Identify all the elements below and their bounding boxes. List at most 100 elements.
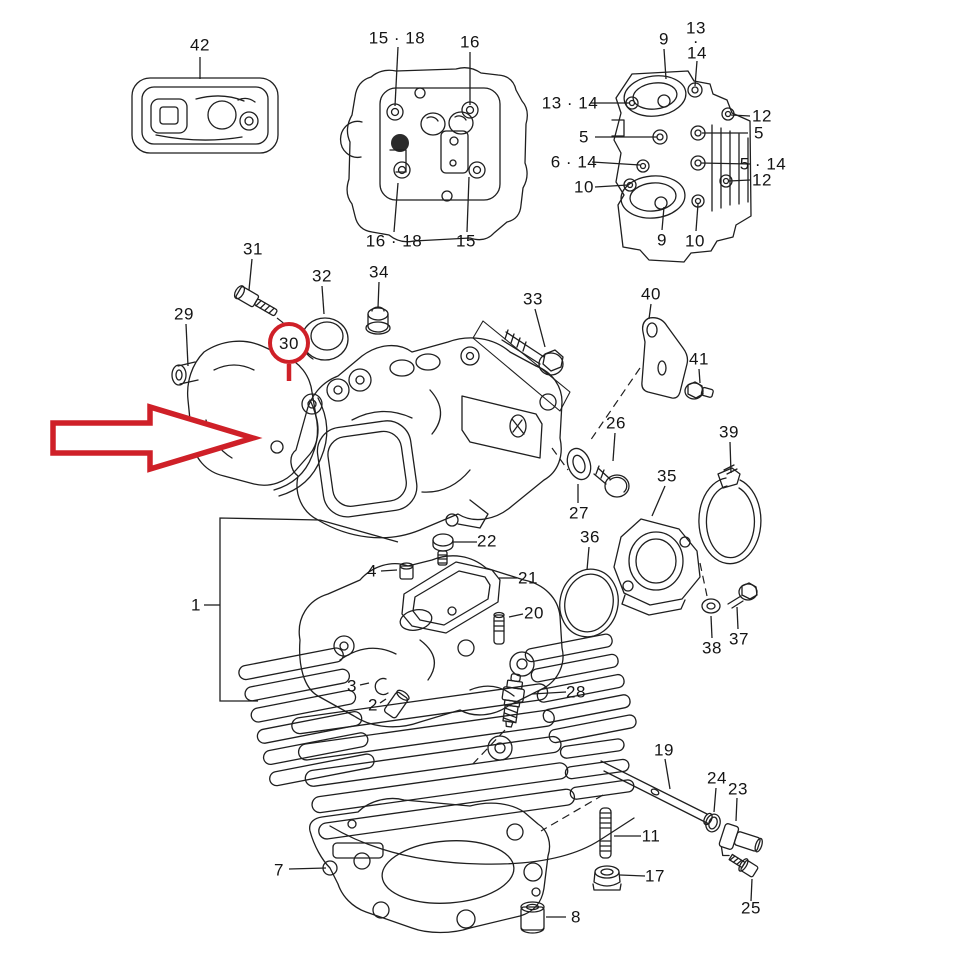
leader-line <box>750 878 753 902</box>
part-callout-10: 10 <box>574 177 594 197</box>
part-28-spark-plug <box>498 673 526 728</box>
part-callout-22: 22 <box>477 531 497 551</box>
part-25-bolt <box>727 851 759 878</box>
leader-line <box>586 546 590 571</box>
part-7-base-gasket <box>310 799 550 933</box>
part-38-washer <box>702 599 720 613</box>
part-callout-42: 42 <box>190 35 210 55</box>
part-callout-30: 30 <box>268 322 310 364</box>
part-callout--: · <box>692 31 700 51</box>
part-callout-12: 12 <box>752 106 772 126</box>
part-36-o-ring <box>554 564 625 643</box>
leader-line <box>651 485 666 517</box>
part-callout-34: 34 <box>369 262 389 282</box>
callout-bracket <box>219 517 399 702</box>
part-callout-10: 10 <box>685 231 705 251</box>
leader-line <box>185 323 189 367</box>
part-callout-12: 12 <box>752 170 772 190</box>
part-callout-25: 25 <box>741 898 761 918</box>
leader-line <box>661 206 665 231</box>
leader-line <box>466 176 470 233</box>
leader-line <box>710 615 713 639</box>
leader-line <box>394 46 399 107</box>
part-24-o-ring <box>704 812 723 833</box>
leader-line <box>698 368 701 384</box>
part-37-bolt <box>728 583 757 608</box>
part-21-tray <box>402 562 500 633</box>
leader-line <box>735 797 738 822</box>
part-callout-11: 11 <box>641 826 661 846</box>
axis-dash-line <box>699 562 708 597</box>
leader-line <box>393 182 399 233</box>
leader-lines <box>185 46 753 918</box>
part-26-bolt <box>594 466 629 497</box>
part-2-tappet <box>383 688 410 719</box>
leader-line <box>321 285 325 315</box>
part-callout-13-14: 13 · 14 <box>541 93 599 113</box>
axis-dash-line <box>589 367 641 442</box>
leader-line <box>531 691 567 695</box>
part-callout-5-14: 5 · 14 <box>739 154 787 174</box>
part-42-gasket <box>132 78 278 153</box>
part-callout-39: 39 <box>719 422 739 442</box>
leader-line <box>619 874 646 877</box>
part-callout-24: 24 <box>707 768 727 788</box>
part-callout-28: 28 <box>566 682 586 702</box>
leader-line <box>379 698 387 704</box>
part-callout-4: 4 <box>367 561 377 581</box>
leader-line <box>729 441 732 474</box>
part-39-clamp <box>699 465 761 564</box>
part-callout-23: 23 <box>728 779 748 799</box>
part-callout-16: 16 <box>460 32 480 52</box>
part-callout-36: 36 <box>580 527 600 547</box>
part-callout-40: 40 <box>641 284 661 304</box>
part-callout-3: 3 <box>347 676 357 696</box>
leader-line <box>591 161 641 166</box>
part-callout-15-18: 15 · 18 <box>368 28 426 48</box>
leader-line <box>508 613 524 618</box>
part-callout-20: 20 <box>524 603 544 623</box>
leader-line <box>377 281 380 309</box>
highlight-arrow-icon <box>50 403 263 473</box>
leader-line <box>664 758 671 790</box>
part-callout-13: 13 <box>686 18 706 38</box>
leader-line <box>594 184 629 188</box>
axis-dash-line <box>551 447 569 471</box>
part-callout-16-18: 16 · 18 <box>365 231 423 251</box>
part-callout-9: 9 <box>657 230 667 250</box>
part-callout-14: 14 <box>687 43 707 63</box>
part-callout-29: 29 <box>174 304 194 324</box>
cam-cover-assembly <box>291 338 562 538</box>
leader-line <box>534 308 546 348</box>
part-31-bolt <box>233 284 280 319</box>
part-callout-19: 19 <box>654 740 674 760</box>
leader-line <box>359 682 370 686</box>
axis-dash-line <box>540 794 604 832</box>
part-11-stud <box>600 808 611 858</box>
part-callout-33: 33 <box>523 289 543 309</box>
leader-line <box>648 303 652 320</box>
leader-line <box>288 867 327 870</box>
part-callout-2: 2 <box>368 695 378 715</box>
part-callout-6-14: 6 · 14 <box>550 152 598 172</box>
part-20-stud <box>494 613 504 645</box>
part-3-clip <box>375 679 388 695</box>
part-callout-5: 5 <box>579 127 589 147</box>
part-callout-9: 9 <box>659 29 669 49</box>
part-callout-1: 1 <box>191 595 201 615</box>
leader-line <box>694 60 698 87</box>
leader-line <box>728 179 751 182</box>
part-callout-21: 21 <box>518 568 538 588</box>
part-callout-41: 41 <box>689 349 709 369</box>
leader-line <box>713 787 717 813</box>
leader-line <box>730 114 751 117</box>
part-33-bolt <box>473 321 570 411</box>
part-35-intake-flange <box>614 519 700 615</box>
leader-line <box>248 258 253 291</box>
part-23-nozzle <box>716 823 765 866</box>
part-17-flange-nut <box>593 866 621 890</box>
part-callout-5: 5 <box>754 123 764 143</box>
leader-line <box>663 48 667 80</box>
part-41-bolt <box>685 382 714 399</box>
